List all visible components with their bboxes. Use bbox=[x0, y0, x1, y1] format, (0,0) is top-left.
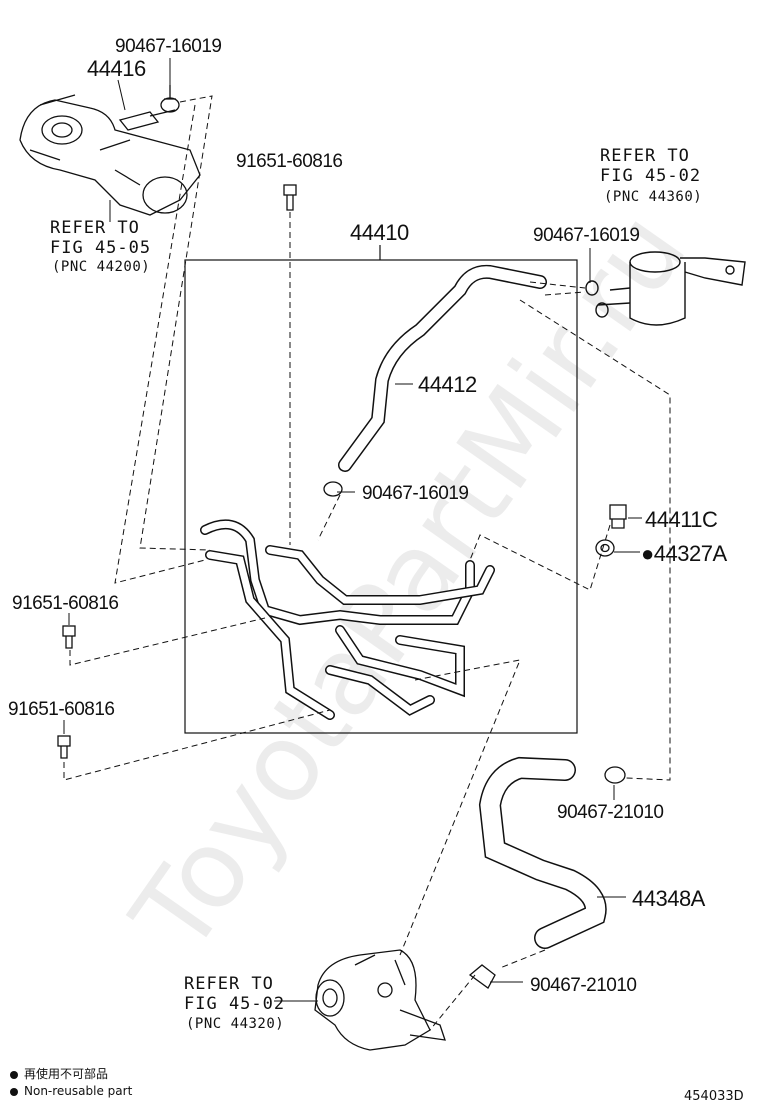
label-44327A: ●44327A bbox=[641, 541, 727, 566]
reservoir-tank-icon bbox=[585, 251, 746, 326]
label-90467-16019-mid: 90467-16019 bbox=[362, 483, 469, 504]
legend-line-1: 再使用不可部品 bbox=[10, 1065, 108, 1082]
steering-gear-icon bbox=[19, 94, 201, 216]
legend-line-2: Non-reusable part bbox=[10, 1084, 132, 1098]
label-91651-60816-left1: 91651-60816 bbox=[12, 593, 119, 614]
label-90467-21010-b: 90467-21010 bbox=[530, 975, 637, 996]
label-refer-right-2: FIG 45-02 bbox=[600, 166, 702, 186]
label-refer-left-3: (PNC 44200) bbox=[52, 259, 151, 275]
label-refer-left-2: FIG 45-05 bbox=[50, 238, 152, 258]
label-44348A: 44348A bbox=[632, 886, 705, 911]
label-refer-bottom-2: FIG 45-02 bbox=[184, 994, 286, 1014]
label-refer-bottom-1: REFER TO bbox=[184, 974, 274, 994]
label-44410: 44410 bbox=[350, 220, 409, 245]
bullet-icon bbox=[10, 1087, 18, 1096]
label-44416: 44416 bbox=[87, 56, 146, 81]
assembly-frame-44410 bbox=[184, 259, 578, 734]
bolt-icon bbox=[283, 184, 297, 211]
label-91651-60816-left2: 91651-60816 bbox=[8, 699, 115, 720]
union-bolt-icon bbox=[609, 504, 627, 529]
label-refer-left-1: REFER TO bbox=[50, 218, 140, 238]
label-90467-21010-a: 90467-21010 bbox=[557, 802, 664, 823]
vane-pump-icon bbox=[314, 949, 446, 1051]
label-refer-right-1: REFER TO bbox=[600, 146, 690, 166]
pipe-assembly-icon bbox=[200, 519, 495, 720]
gasket-icon bbox=[595, 539, 615, 557]
leader-lines bbox=[63, 58, 642, 1002]
label-90467-16019-top: 90467-16019 bbox=[115, 36, 222, 57]
bullet-icon bbox=[10, 1070, 18, 1079]
clamp-icon-21010-a bbox=[604, 766, 626, 784]
label-44412: 44412 bbox=[418, 372, 477, 397]
bolt-icon-left1 bbox=[62, 625, 76, 649]
clamp-icon-21010-b bbox=[468, 964, 496, 989]
clamp-icon-mid bbox=[323, 481, 343, 497]
label-44411C: 44411C bbox=[645, 507, 718, 532]
clamp-icon bbox=[160, 85, 180, 113]
label-refer-bottom-3: (PNC 44320) bbox=[186, 1016, 285, 1032]
label-90467-16019-right: 90467-16019 bbox=[533, 225, 640, 246]
dashed-lines bbox=[63, 95, 671, 1031]
diagram-id: 454033D bbox=[684, 1089, 744, 1104]
label-91651-60816-top: 91651-60816 bbox=[236, 151, 343, 172]
label-refer-right-3: (PNC 44360) bbox=[604, 189, 703, 205]
bolt-icon-left2 bbox=[57, 735, 71, 759]
